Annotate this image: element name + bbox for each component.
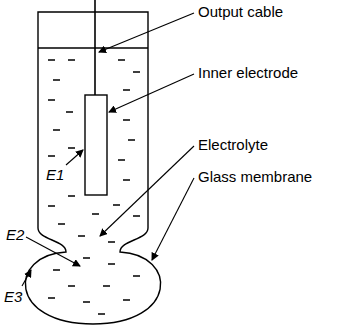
output-cable bbox=[94, 0, 96, 95]
potential-symbol: E3 bbox=[4, 288, 22, 306]
part-label: Inner electrode bbox=[198, 64, 298, 82]
potential-symbol: E1 bbox=[46, 166, 64, 184]
potential-symbol: E2 bbox=[6, 226, 24, 244]
cap-line bbox=[38, 47, 148, 48]
electrolyte-dashes bbox=[48, 60, 140, 314]
electrode-body bbox=[25, 12, 160, 324]
inner-electrode bbox=[85, 95, 107, 195]
part-label: Glass membrane bbox=[198, 168, 312, 186]
leader-lines bbox=[22, 13, 194, 286]
part-label: Output cable bbox=[198, 3, 283, 21]
part-label: Electrolyte bbox=[198, 136, 268, 154]
